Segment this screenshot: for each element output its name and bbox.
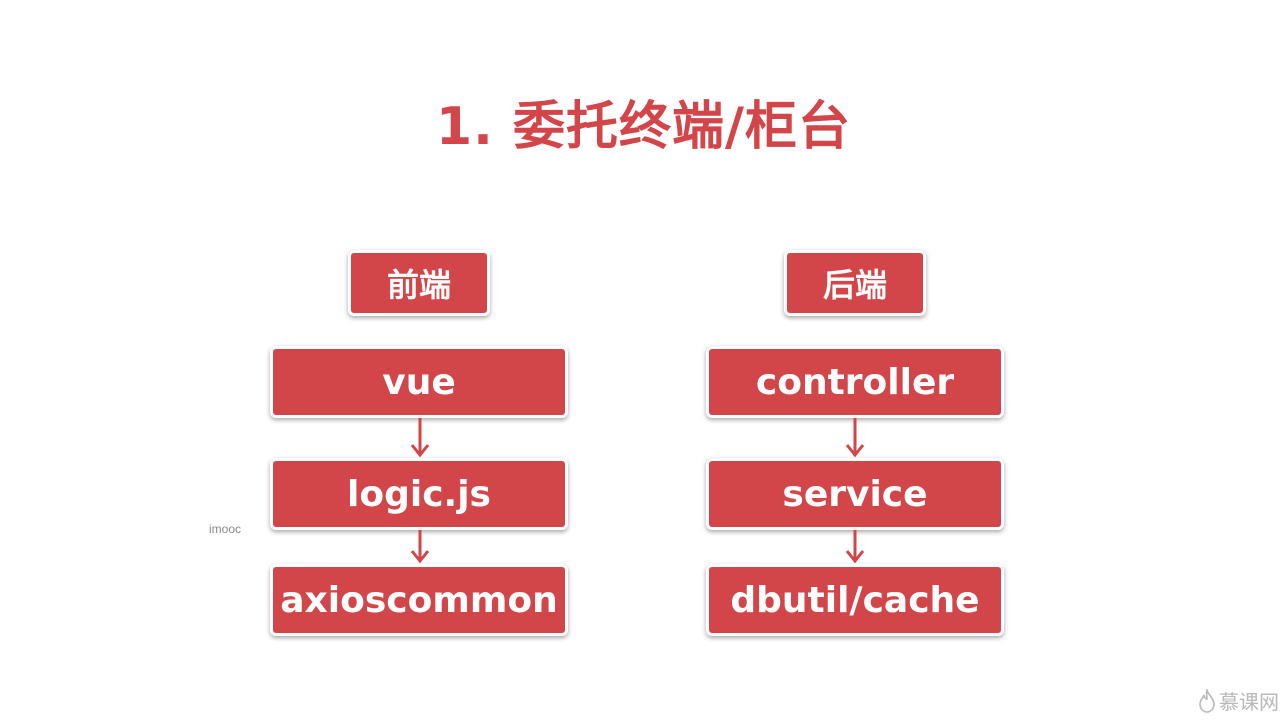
logo-text: 慕课网 <box>1219 690 1279 714</box>
down-arrow-icon <box>845 530 865 564</box>
flame-icon <box>1199 688 1215 713</box>
brand-logo: 慕课网 <box>1198 686 1279 715</box>
down-arrow-icon <box>845 418 865 458</box>
frontend-layer-axioscommon: axioscommon <box>270 564 568 636</box>
watermark-text: imooc <box>209 522 242 536</box>
backend-layer-dbutil-cache: dbutil/cache <box>706 564 1004 636</box>
frontend-layer-logic: logic.js <box>270 458 568 530</box>
slide-title: 1. 委托终端/柜台 <box>435 97 852 157</box>
backend-layer-service: service <box>706 458 1004 530</box>
backend-layer-controller: controller <box>706 346 1004 418</box>
down-arrow-icon <box>410 418 430 458</box>
down-arrow-icon <box>410 530 430 564</box>
frontend-layer-vue: vue <box>270 346 568 418</box>
frontend-header: 前端 <box>348 250 490 316</box>
backend-header: 后端 <box>784 250 926 316</box>
